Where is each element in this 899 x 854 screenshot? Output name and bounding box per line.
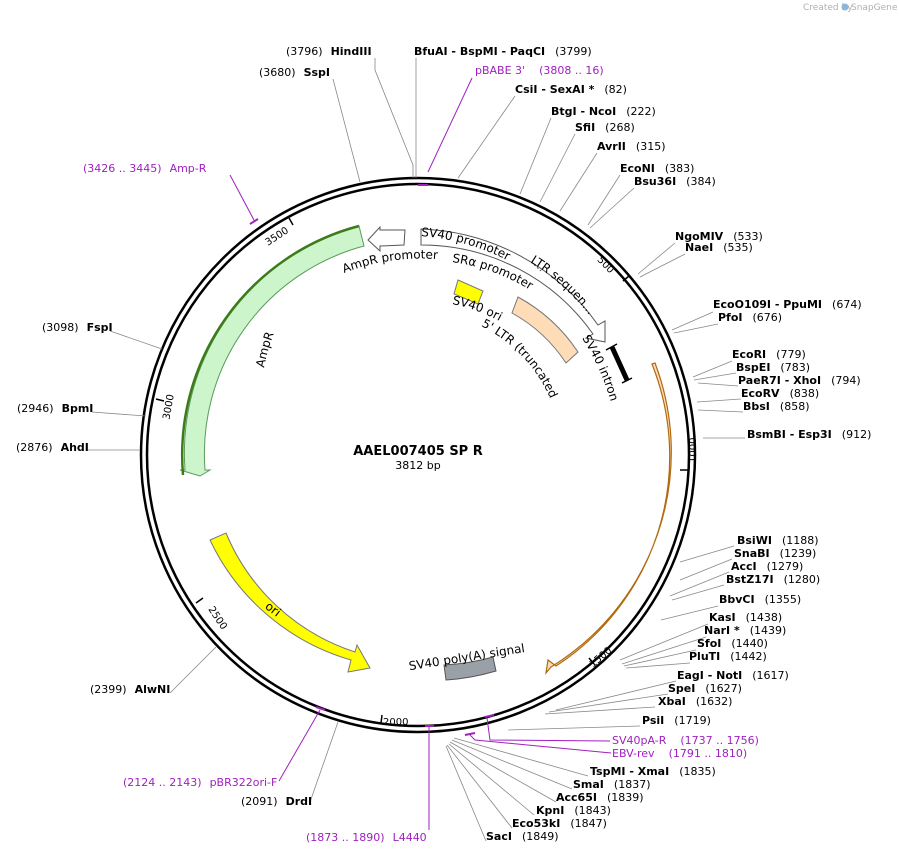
site-sfoi[interactable]: SfoI(1440) bbox=[697, 637, 768, 650]
feature-sv40-ltr[interactable] bbox=[420, 228, 606, 343]
site-saci[interactable]: SacI(1849) bbox=[486, 830, 559, 843]
primer-pbr322ori-f[interactable]: (2124 .. 2143)pBR322ori-F bbox=[123, 776, 277, 789]
site-bbvci[interactable]: BbvCI(1355) bbox=[719, 593, 801, 606]
restriction-site-labels: (3796)HindIII BfuAI - BspMI - PaqCI(3799… bbox=[16, 45, 871, 843]
site-acc65i[interactable]: Acc65I(1839) bbox=[556, 791, 644, 804]
site-eco53ki[interactable]: Eco53kI(1847) bbox=[512, 817, 607, 830]
site-ngomiv[interactable]: NgoMIV(533) bbox=[675, 230, 763, 243]
feature-ampr-promoter[interactable] bbox=[367, 225, 406, 253]
brand-name: SnapGene bbox=[851, 3, 898, 13]
site-sfii[interactable]: SfiI(268) bbox=[575, 121, 635, 134]
site-kasi[interactable]: KasI(1438) bbox=[709, 611, 782, 624]
site-acci[interactable]: AccI(1279) bbox=[731, 560, 803, 573]
site-csii-sexai[interactable]: CsiI - SexAI *(82) bbox=[515, 83, 627, 96]
site-drdi[interactable]: (2091)DrdI bbox=[241, 795, 312, 808]
feature-orange-cds[interactable] bbox=[545, 362, 672, 676]
site-avrii[interactable]: AvrII(315) bbox=[597, 140, 666, 153]
site-leader-lines bbox=[88, 58, 745, 842]
snapgene-logo-icon bbox=[841, 3, 849, 11]
site-ecori[interactable]: EcoRI(779) bbox=[732, 348, 806, 361]
site-pfoi[interactable]: PfoI(676) bbox=[718, 311, 782, 324]
site-spei[interactable]: SpeI(1627) bbox=[668, 682, 742, 695]
site-pluti[interactable]: PluTI(1442) bbox=[689, 650, 767, 663]
site-bbsi[interactable]: BbsI(858) bbox=[743, 400, 810, 413]
site-naei[interactable]: NaeI(535) bbox=[685, 241, 753, 254]
primer-l4440[interactable]: (1873 .. 1890)L4440 bbox=[306, 831, 427, 844]
site-hindiii[interactable]: (3796)HindIII bbox=[286, 45, 372, 58]
tick-marks bbox=[155, 217, 688, 724]
feature-ampr[interactable] bbox=[179, 224, 365, 477]
site-bsu36i[interactable]: Bsu36I(384) bbox=[634, 175, 716, 188]
plasmid-length: 3812 bp bbox=[395, 459, 440, 472]
site-ecorv[interactable]: EcoRV(838) bbox=[741, 387, 819, 400]
tick-label-1000: 1000 bbox=[688, 438, 699, 463]
feature-label-ampr: AmpR bbox=[253, 330, 276, 369]
primer-ebv-rev[interactable]: EBV-rev(1791 .. 1810) bbox=[612, 747, 747, 760]
site-snabi[interactable]: SnaBI(1239) bbox=[734, 547, 816, 560]
site-bsmbi-esp3i[interactable]: BsmBI - Esp3I(912) bbox=[747, 428, 871, 441]
feature-ori[interactable] bbox=[209, 532, 371, 673]
feature-sv40-intron[interactable] bbox=[605, 343, 633, 384]
tick-label-3000: 3000 bbox=[162, 394, 177, 421]
site-nari[interactable]: NarI *(1439) bbox=[704, 624, 786, 637]
feature-5ltr-truncated[interactable] bbox=[511, 296, 579, 364]
primer-amp-r[interactable]: (3426 .. 3445)Amp-R bbox=[83, 162, 207, 175]
site-alwni[interactable]: (2399)AlwNI bbox=[90, 683, 170, 696]
backbone-outer bbox=[139, 176, 697, 734]
site-eagi-noti[interactable]: EagI - NotI(1617) bbox=[677, 669, 789, 682]
feature-label-ltr-sequence: LTR sequen... bbox=[528, 253, 597, 317]
site-bstz17i[interactable]: BstZ17I(1280) bbox=[726, 573, 820, 586]
tick-label-2000: 2000 bbox=[383, 717, 408, 728]
site-kpni[interactable]: KpnI(1843) bbox=[536, 804, 611, 817]
site-bpmi[interactable]: (2946)BpmI bbox=[17, 402, 93, 415]
site-ahdi[interactable]: (2876)AhdI bbox=[16, 441, 89, 454]
site-smai[interactable]: SmaI(1837) bbox=[573, 778, 650, 791]
feature-label-ampr-promoter: AmpR promoter bbox=[340, 247, 438, 275]
site-psii[interactable]: PsiI(1719) bbox=[642, 714, 711, 727]
site-paer7i-xhoi[interactable]: PaeR7I - XhoI(794) bbox=[738, 374, 861, 387]
site-bsiwi[interactable]: BsiWI(1188) bbox=[737, 534, 819, 547]
tick-label-1500: 1500 bbox=[588, 645, 615, 670]
primer-leader-lines bbox=[229, 77, 612, 830]
site-bspei[interactable]: BspEI(783) bbox=[736, 361, 810, 374]
site-xbai[interactable]: XbaI(1632) bbox=[658, 695, 732, 708]
feature-label-sv40-intron: SV40 intron bbox=[579, 332, 621, 402]
site-tspmi-xmai[interactable]: TspMI - XmaI(1835) bbox=[590, 765, 716, 778]
site-bfuai-bspmi-paqci[interactable]: BfuAI - BspMI - PaqCI(3799) bbox=[414, 45, 592, 58]
site-ecoo109i-ppumi[interactable]: EcoO109I - PpuMI(674) bbox=[713, 298, 862, 311]
primer-pbabe3[interactable]: pBABE 3'(3808 .. 16) bbox=[475, 64, 604, 77]
site-sspi[interactable]: (3680)SspI bbox=[259, 66, 330, 79]
feature-sv40-polya[interactable] bbox=[443, 656, 497, 681]
feature-label-5ltr-truncated: 5' LTR (truncated) bbox=[0, 0, 560, 400]
plasmid-name: AAEL007405 SP R bbox=[353, 444, 483, 459]
site-fspi[interactable]: (3098)FspI bbox=[42, 321, 113, 334]
site-econi[interactable]: EcoNI(383) bbox=[620, 162, 694, 175]
primer-labels: pBABE 3'(3808 .. 16) (3426 .. 3445)Amp-R… bbox=[83, 64, 759, 844]
brand-created-by: Created by bbox=[803, 3, 853, 13]
site-btgi-ncoi[interactable]: BtgI - NcoI(222) bbox=[551, 105, 656, 118]
feature-sv40-ori[interactable] bbox=[453, 279, 484, 305]
primer-sv40pa-r[interactable]: SV40pA-R(1737 .. 1756) bbox=[612, 734, 759, 747]
